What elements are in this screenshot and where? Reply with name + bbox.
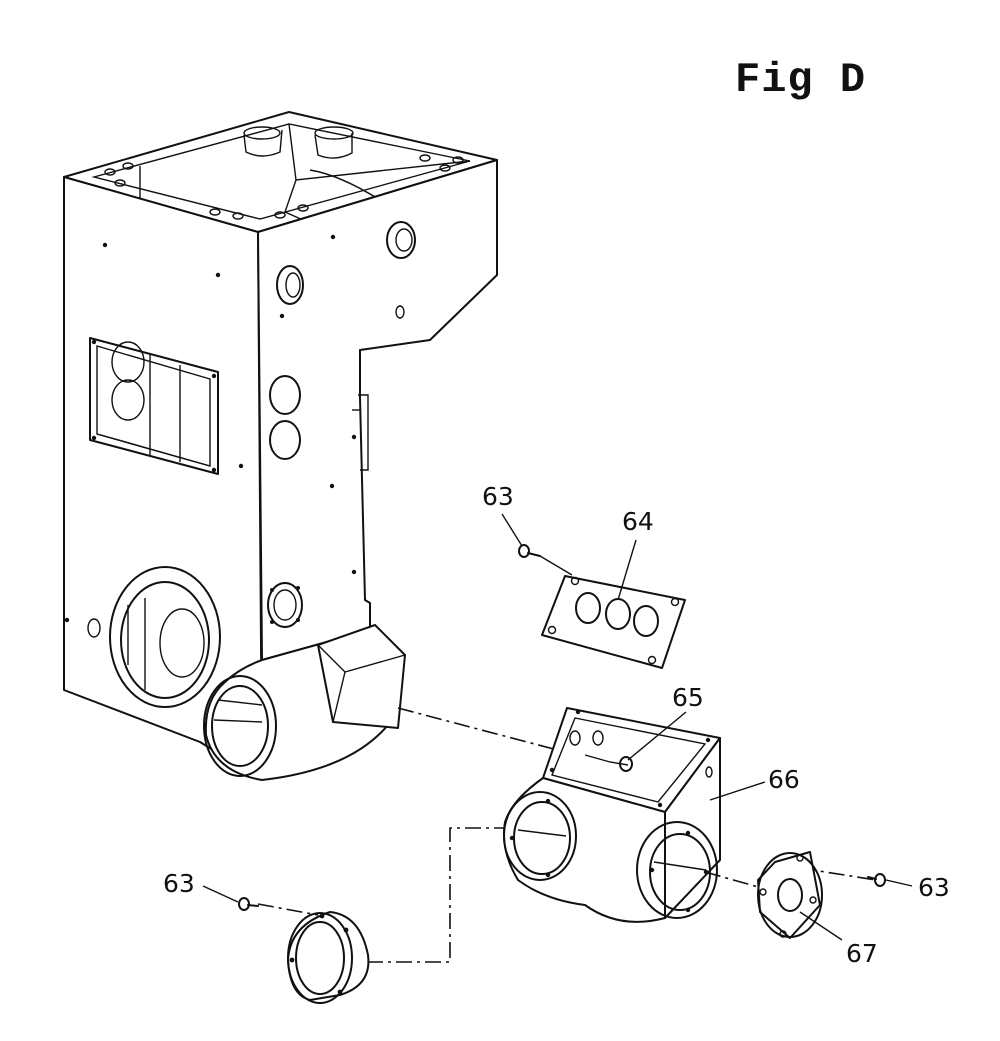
screw-right <box>867 873 886 887</box>
screw-left <box>238 897 259 911</box>
callout-screw-top: 63 <box>482 482 514 511</box>
leader-lines <box>202 513 913 941</box>
figure-title: Fig D <box>735 56 867 104</box>
cover-plate <box>541 575 686 669</box>
callout-shaft-pin: 65 <box>672 683 704 712</box>
callout-screw-left: 63 <box>163 869 195 898</box>
end-cap <box>757 851 823 939</box>
callout-gear-housing: 66 <box>768 765 800 794</box>
gear-housing <box>502 707 721 923</box>
bearing-flange <box>287 911 370 1004</box>
screw-top <box>518 544 573 576</box>
callout-cover-plate: 64 <box>622 507 654 536</box>
callout-screw-right: 63 <box>918 873 950 902</box>
callout-end-cap: 67 <box>846 939 878 968</box>
main-column-body <box>63 111 498 781</box>
